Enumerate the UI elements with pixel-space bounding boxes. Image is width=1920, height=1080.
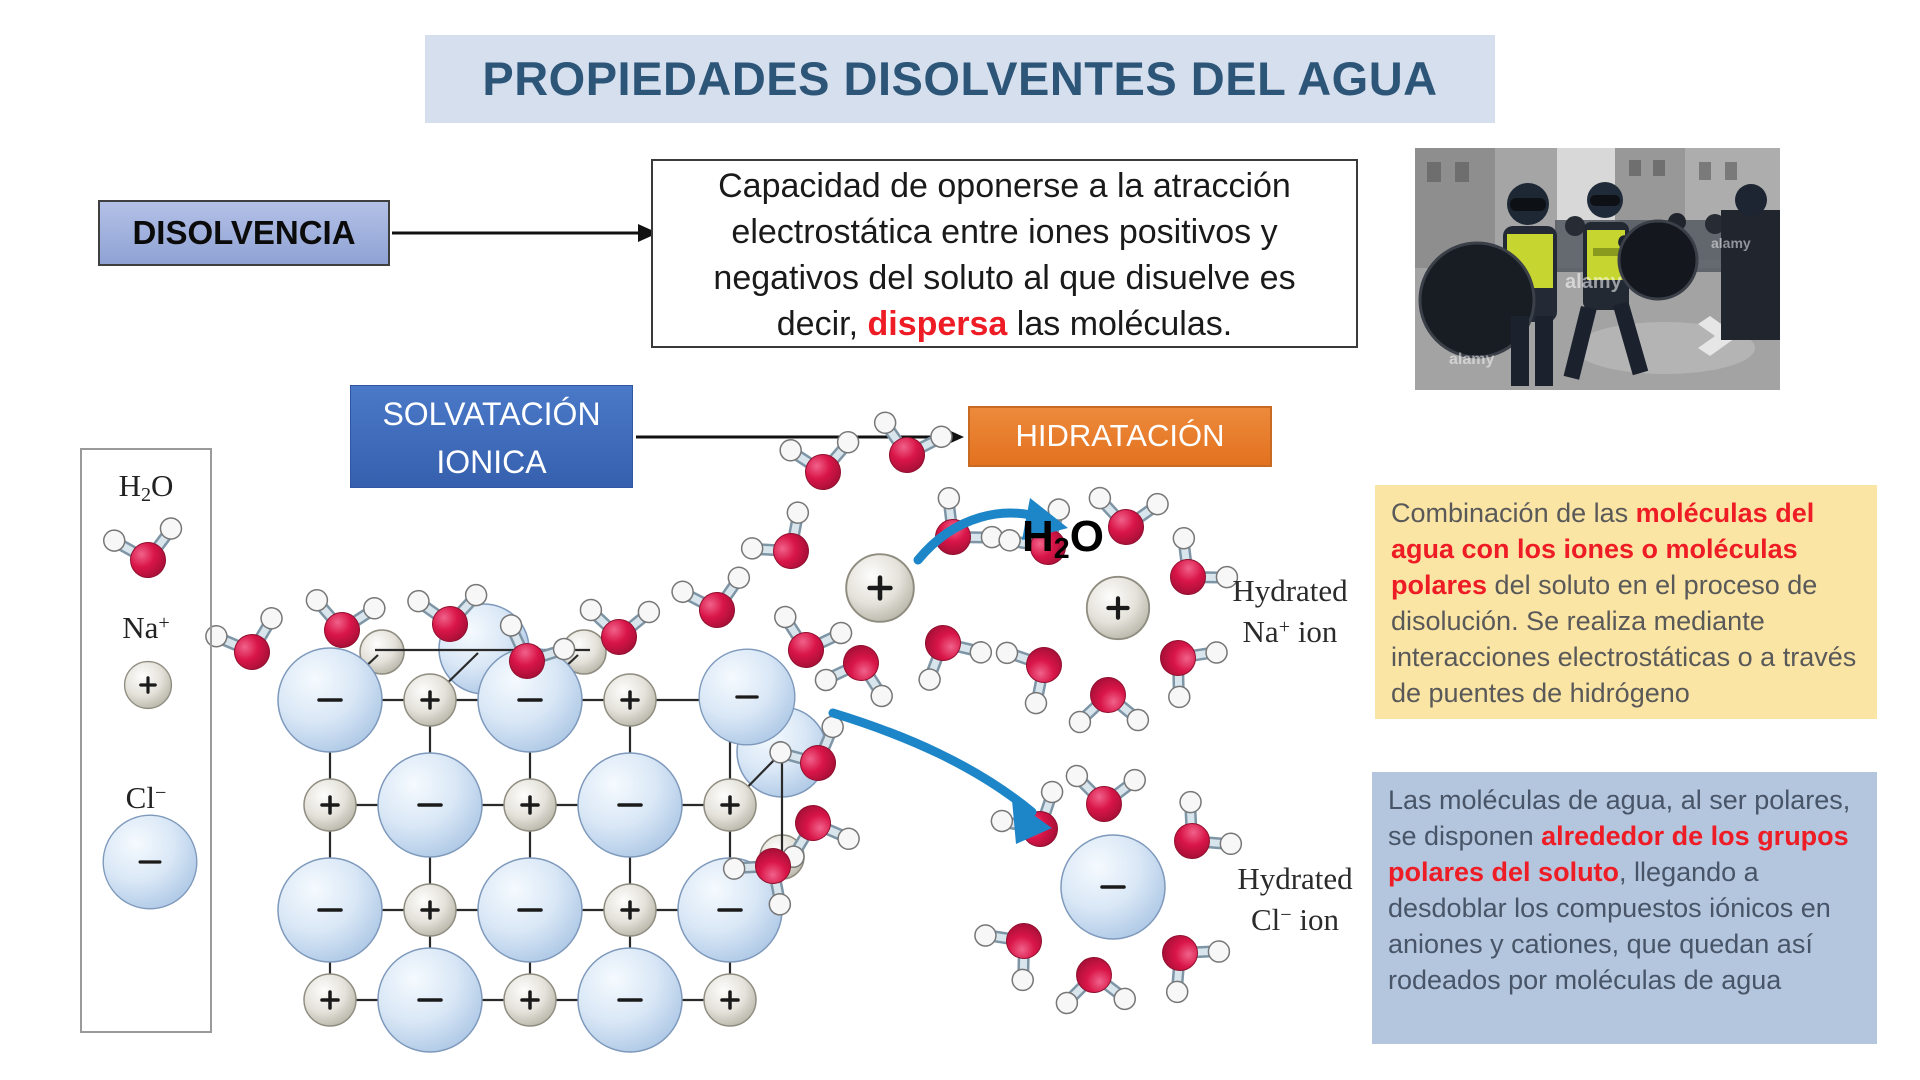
watermark-text: alamy xyxy=(1565,271,1623,293)
free-h2o-label: H2O xyxy=(1022,512,1104,566)
h2o-sub: 2 xyxy=(1053,533,1070,566)
polarity-note-highlight: alrededor de los grupos polares del solu… xyxy=(1388,821,1849,887)
ion-word: ion xyxy=(1291,902,1340,938)
na-charge: + xyxy=(158,611,170,634)
legend-label-cl: Cl− xyxy=(80,780,212,816)
h2o-o: O xyxy=(151,468,174,503)
road-arrow-marking xyxy=(1698,316,1738,356)
definition-box: Capacidad de oponerse a la atracción ele… xyxy=(651,159,1358,348)
cl-charge: − xyxy=(154,781,167,804)
watermark-text: alamy xyxy=(1449,351,1494,368)
police-officer-center xyxy=(1563,182,1699,380)
cl-charge: − xyxy=(1280,904,1292,926)
hydration-note: Combinación de las moléculas del agua co… xyxy=(1375,485,1877,719)
h2o-o: O xyxy=(1069,512,1104,561)
na-charge: + xyxy=(1278,616,1291,638)
arrow-disolvencia-to-definition xyxy=(392,224,658,242)
hydration-note-pre: Combinación de las xyxy=(1391,498,1636,528)
hydrated-na-label: Hydrated Na+ ion xyxy=(1205,572,1375,650)
hydrated-word: Hydrated xyxy=(1237,861,1353,896)
cl-symbol: Cl xyxy=(125,780,155,815)
definition-text-pre: Capacidad de oponerse a la atracción ele… xyxy=(713,167,1296,343)
free-chloride-ion xyxy=(697,647,797,747)
cl-symbol: Cl xyxy=(1250,902,1281,938)
dissolution-arrow-bottom xyxy=(828,708,1052,844)
ion-word: ion xyxy=(1290,614,1338,650)
legend-label-h2o: H2O xyxy=(80,468,212,507)
hydrated-cl-label: Hydrated Cl− ion xyxy=(1210,860,1380,938)
polarity-note-post: , llegando a desdoblar los compuestos ió… xyxy=(1388,857,1831,995)
na-symbol: Na xyxy=(122,610,159,645)
police-officer-right xyxy=(1721,184,1780,340)
page-title: PROPIEDADES DISOLVENTES DEL AGUA xyxy=(425,35,1495,123)
legend-label-na: Na+ xyxy=(80,610,212,646)
definition-text-post: las moléculas. xyxy=(1007,305,1233,343)
police-officer-left xyxy=(1418,183,1557,386)
polarity-note: Las moléculas de agua, al ser polares, s… xyxy=(1372,772,1877,1044)
hidratacion-box: HIDRATACIÓN xyxy=(968,406,1272,467)
h2o-h: H xyxy=(118,468,141,503)
h2o-h: H xyxy=(1022,512,1054,561)
definition-text-highlight: dispersa xyxy=(867,305,1008,343)
hydrated-word: Hydrated xyxy=(1232,573,1348,608)
solvatacion-line2: IONICA xyxy=(436,444,547,480)
dissolution-arrow-top xyxy=(913,498,1068,565)
polarity-note-pre: Las moléculas de agua, al ser polares, s… xyxy=(1388,785,1851,851)
riot-shield xyxy=(1418,241,1536,359)
h2o-sub: 2 xyxy=(140,484,152,507)
watermark-text: alamy xyxy=(1711,235,1751,251)
disolvencia-box: DISOLVENCIA xyxy=(98,200,390,266)
legend-panel xyxy=(80,448,212,1033)
hydrated-chloride-ion xyxy=(971,765,1246,1014)
police-photo: alamy alamy alamy xyxy=(1415,148,1780,390)
hydration-note-post: del soluto en el proceso de disolución. … xyxy=(1391,570,1857,708)
riot-shield xyxy=(1617,219,1699,301)
solvatacion-line1: SOLVATACIÓN xyxy=(382,396,601,432)
hydration-note-highlight: moléculas del agua con los iones o moléc… xyxy=(1391,498,1815,600)
solvatacion-box: SOLVATACIÓN IONICA xyxy=(350,385,633,488)
na-symbol: Na xyxy=(1242,614,1279,650)
